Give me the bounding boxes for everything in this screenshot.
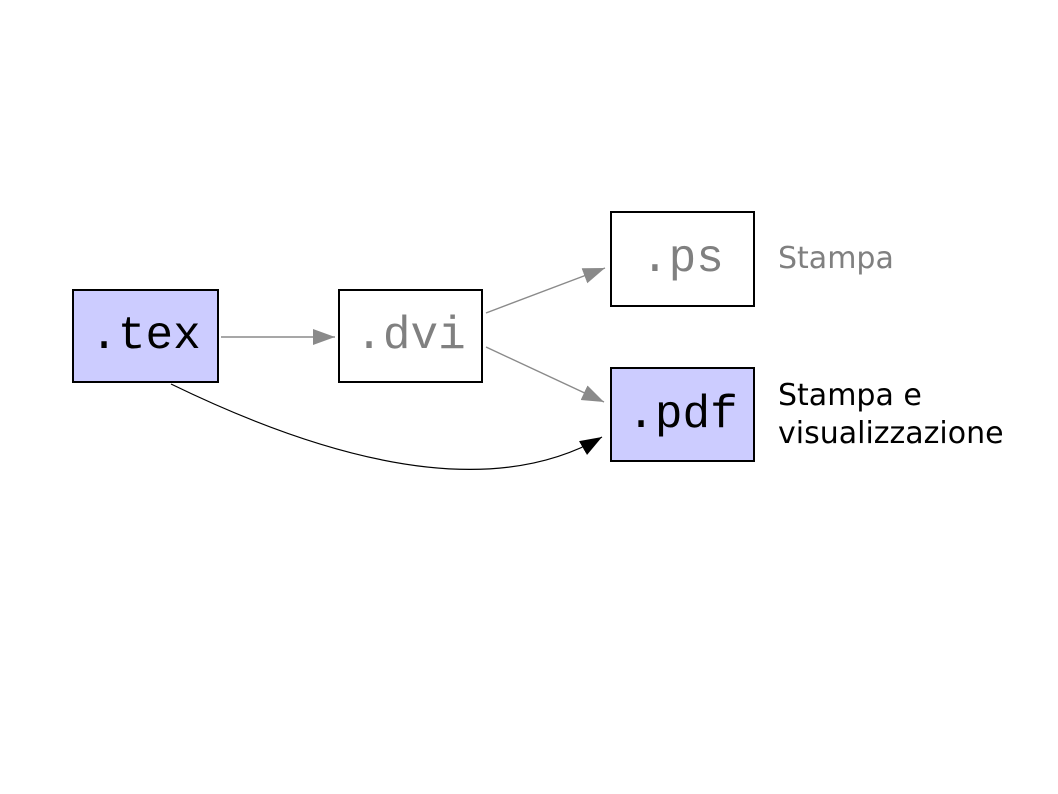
node-ps: .ps [610,211,755,307]
edge-tex-pdf [170,383,603,470]
label-stampa-visualizzazione-line2: visualizzazione [778,416,1004,451]
node-ps-label: .ps [641,233,724,285]
node-dvi-label: .dvi [355,310,466,362]
label-stampa: Stampa [778,240,894,278]
node-pdf-label: .pdf [627,388,738,441]
label-stampa-visualizzazione-line1: Stampa e [778,378,922,413]
node-tex-label: .tex [90,310,201,362]
edge-dvi-pdf [485,346,605,403]
node-dvi: .dvi [338,289,483,383]
label-stampa-visualizzazione: Stampa e visualizzazione [778,377,1004,453]
node-pdf: .pdf [610,367,755,462]
label-stampa-text: Stampa [778,241,894,276]
edge-dvi-ps [485,267,606,314]
node-tex: .tex [72,289,219,383]
